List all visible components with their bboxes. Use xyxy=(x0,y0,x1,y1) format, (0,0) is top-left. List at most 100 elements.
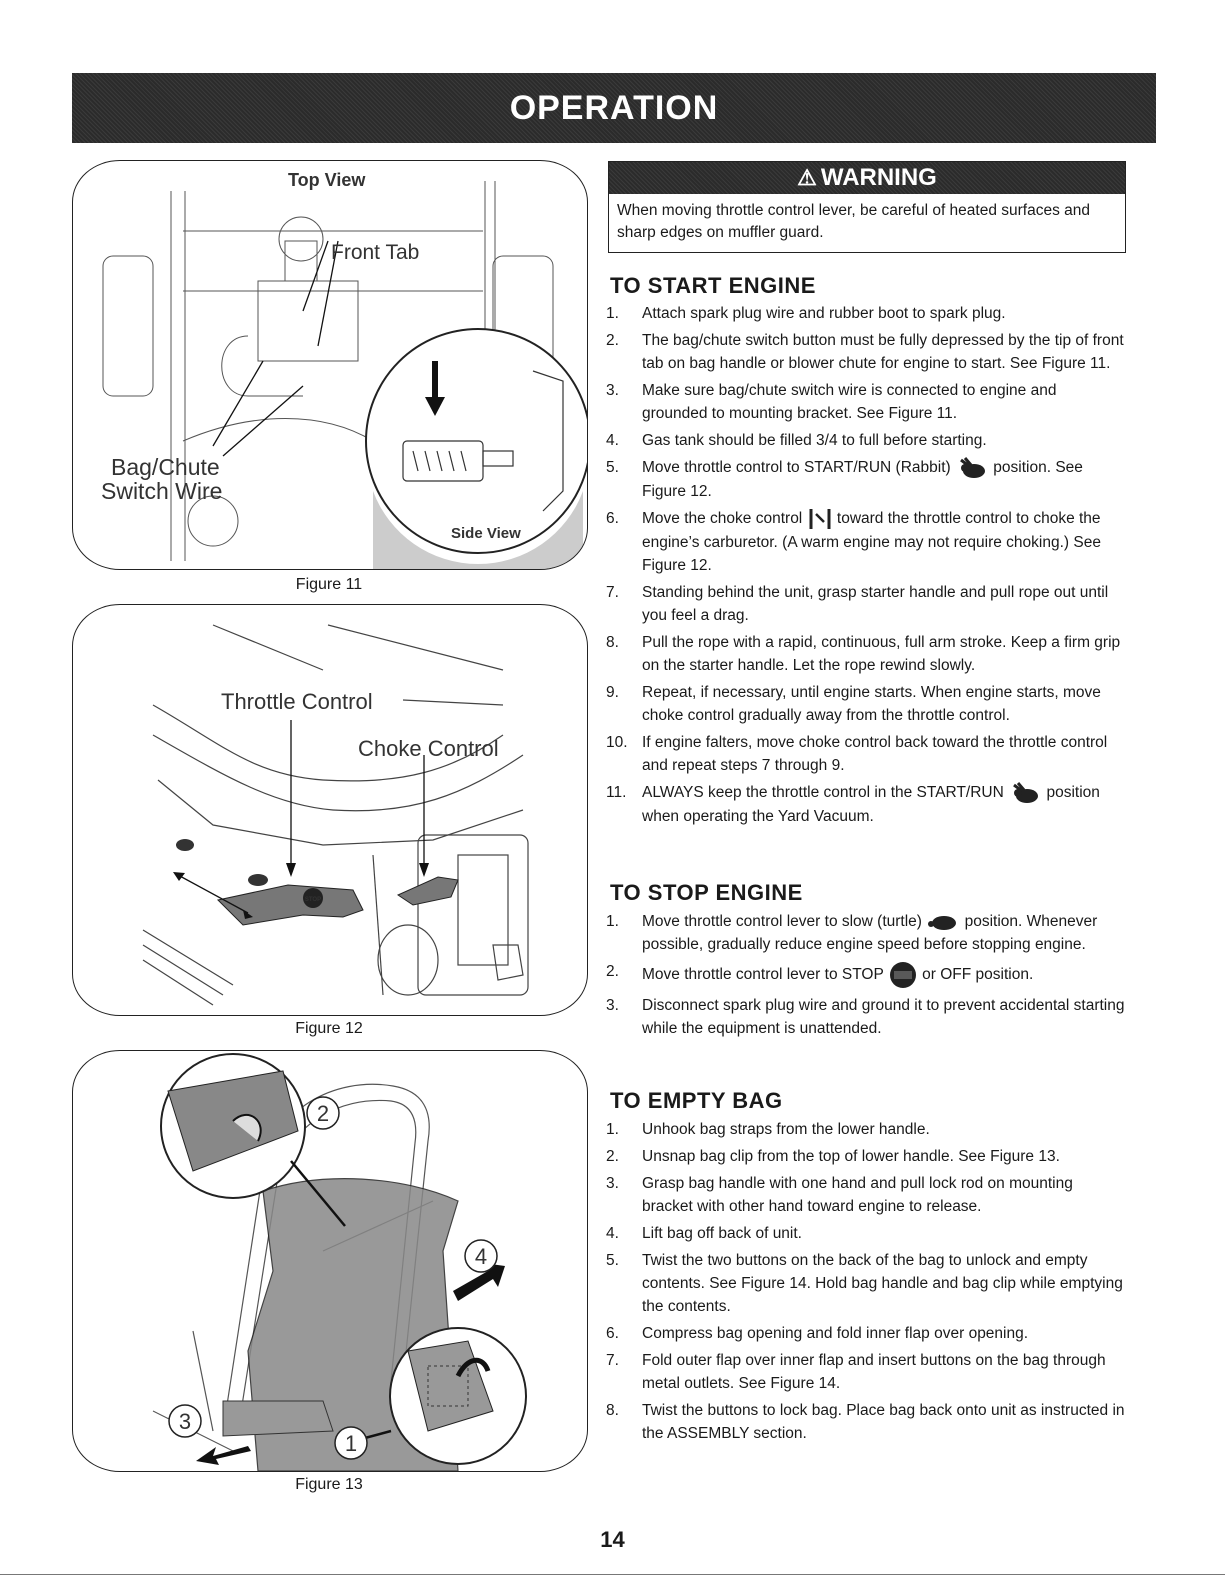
step-number: 6. xyxy=(606,510,619,527)
step-text: Gas tank should be filled 3/4 to full be… xyxy=(642,432,987,449)
step-text: Compress bag opening and fold inner flap… xyxy=(642,1325,1029,1342)
warning-header: ⚠WARNING xyxy=(609,162,1125,194)
step-text: position. Whenever possible, gradually r… xyxy=(642,913,1098,953)
list-item: 3. Grasp bag handle with one hand and pul… xyxy=(606,1172,1126,1218)
step-text: Pull the rope with a rapid, continuous, … xyxy=(642,634,1121,674)
step-number: 1. xyxy=(606,1121,619,1138)
step-text: The bag/chute switch button must be full… xyxy=(642,332,1124,372)
step-number: 3. xyxy=(606,997,619,1014)
list-item: 5. Twist the two buttons on the back of t… xyxy=(606,1249,1126,1318)
stop-icon xyxy=(303,888,323,908)
stop-icon-text: STOP xyxy=(305,897,321,903)
step-text: Move throttle control lever to STOP xyxy=(642,966,884,984)
page-number: 14 xyxy=(600,1527,625,1552)
list-item: 8. Pull the rope with a rapid, continuous… xyxy=(606,631,1126,677)
step-text: Unhook bag straps from the lower handle. xyxy=(642,1121,930,1138)
figure-12-drawing: STOP Throttle Control Choke Control xyxy=(142,624,529,1006)
figure-11-caption: Figure 11 xyxy=(295,576,363,593)
list-item: 2. Unsnap bag clip from the top of lower … xyxy=(606,1145,1126,1168)
warning-triangle-icon: ⚠ xyxy=(797,165,817,190)
stop-engine-steps: 1. Move throttle control lever to slow (t… xyxy=(606,910,1126,1044)
section-title: OPERATION xyxy=(509,88,719,127)
empty-bag-steps: 1. Unhook bag straps from the lower handl… xyxy=(606,1118,1126,1449)
step-text: or OFF position. xyxy=(922,966,1034,984)
warning-box: ⚠WARNING When moving throttle control le… xyxy=(608,161,1126,253)
step-number: 1. xyxy=(606,913,619,930)
step-text: Unsnap bag clip from the top of lower ha… xyxy=(642,1148,1060,1165)
start-engine-heading: TO START ENGINE xyxy=(610,273,816,298)
list-item: 6.Compress bag opening and fold inner fl… xyxy=(606,1322,1126,1345)
step-text: Lift bag off back of unit. xyxy=(642,1225,802,1242)
list-item: 11. ALWAYS keep the throttle control in t… xyxy=(606,781,1126,828)
callout-3: 3 xyxy=(179,1409,191,1434)
step-number: 7. xyxy=(606,584,619,601)
list-item: 4. Lift bag off back of unit. xyxy=(606,1222,1126,1245)
rabbit-icon xyxy=(1013,782,1039,803)
list-item: 6. Move the choke control toward the thro… xyxy=(606,507,1126,577)
figure-11: Top View Front Tab Bag/Chute Switch Wire… xyxy=(72,160,588,570)
list-item: 2.Move throttle control lever to STOP or… xyxy=(606,960,1126,990)
step-text: Grasp bag handle with one hand and pull … xyxy=(642,1175,1073,1215)
step-number: 2. xyxy=(606,1148,619,1165)
list-item: 10. If engine falters, move choke control… xyxy=(606,731,1126,777)
list-item: 4. Gas tank should be filled 3/4 to full … xyxy=(606,429,1126,452)
step-text: Repeat, if necessary, until engine start… xyxy=(642,684,1101,724)
list-item: 2. The bag/chute switch button must be fu… xyxy=(606,329,1126,375)
list-item: 3. Make sure bag/chute switch wire is con… xyxy=(606,379,1126,425)
rabbit-icon xyxy=(960,457,985,478)
figure-12: STOP Throttle Control Choke Control xyxy=(72,604,588,1016)
step-number: 2. xyxy=(606,332,619,349)
list-item: 1. Move throttle control lever to slow (t… xyxy=(606,910,1126,956)
step-text: If engine falters, move choke control ba… xyxy=(642,734,1108,774)
warning-title: WARNING xyxy=(820,164,937,191)
step-text: Move throttle control lever to slow (tur… xyxy=(642,913,922,930)
section-banner: OPERATION xyxy=(72,73,1156,143)
list-item: 5. Move throttle control to START/RUN (Ra… xyxy=(606,456,1126,503)
side-view-label: Side View xyxy=(451,525,521,542)
step-number: 3. xyxy=(606,1175,619,1192)
step-number: 11. xyxy=(606,784,627,801)
step-number: 7. xyxy=(606,1352,619,1369)
choke-control-label: Choke Control xyxy=(358,736,499,761)
callout-2: 2 xyxy=(317,1101,329,1126)
step-text: Make sure bag/chute switch wire is conne… xyxy=(642,382,1057,422)
step-number: 10. xyxy=(606,734,628,751)
list-item: 3.Disconnect spark plug wire and ground … xyxy=(606,994,1126,1040)
step-number: 4. xyxy=(606,432,619,449)
figure-11-drawing: Top View Front Tab Bag/Chute Switch Wire… xyxy=(101,170,587,569)
step-text: Standing behind the unit, grasp starter … xyxy=(642,584,1109,624)
bottom-divider xyxy=(0,1574,1225,1575)
front-tab-label: Front Tab xyxy=(331,241,419,264)
figure-12-caption: Figure 12 xyxy=(295,1020,363,1037)
step-text: Move the choke control xyxy=(642,510,803,528)
step-number: 5. xyxy=(606,459,619,476)
choke-icon xyxy=(809,509,831,529)
figure-13-drawing: 2 4 3 1 xyxy=(152,1053,527,1471)
step-text: position when operating the Yard Vacuum. xyxy=(642,784,1100,825)
step-text: Fold outer flap over inner flap and inse… xyxy=(642,1352,1106,1392)
callout-1: 1 xyxy=(345,1431,357,1456)
step-number: 4. xyxy=(606,1225,619,1242)
step-number: 8. xyxy=(606,634,619,651)
step-text: Move throttle control to START/RUN (Rabb… xyxy=(642,459,951,477)
step-number: 3. xyxy=(606,382,619,399)
empty-bag-heading: TO EMPTY BAG xyxy=(610,1088,783,1113)
start-engine-steps: 1.Attach spark plug wire and rubber boot… xyxy=(606,302,1126,832)
list-item: 1.Attach spark plug wire and rubber boot… xyxy=(606,302,1126,325)
step-text: position. See Figure 12. xyxy=(642,459,1083,500)
stop-engine-heading: TO STOP ENGINE xyxy=(610,880,803,905)
step-text: toward the throttle control to choke the… xyxy=(642,510,1101,574)
step-text: Twist the buttons to lock bag. Place bag… xyxy=(642,1402,1125,1442)
step-number: 5. xyxy=(606,1252,619,1269)
list-item: 8.Twist the buttons to lock bag. Place b… xyxy=(606,1399,1126,1445)
wire-label-line1: Bag/Chute xyxy=(111,454,220,480)
list-item: 7. Fold outer flap over inner flap and in… xyxy=(606,1349,1126,1395)
list-item: 1. Unhook bag straps from the lower handl… xyxy=(606,1118,1126,1141)
step-text: ALWAYS keep the throttle control in the … xyxy=(642,784,1004,802)
wire-label-line2: Switch Wire xyxy=(101,478,222,504)
throttle-control-label: Throttle Control xyxy=(221,689,373,714)
figure-13-caption: Figure 13 xyxy=(295,1476,363,1493)
turtle-icon xyxy=(928,915,957,930)
list-item: 7. Standing behind the unit, grasp starte… xyxy=(606,581,1126,627)
step-text: Twist the two buttons on the back of the… xyxy=(642,1252,1123,1315)
